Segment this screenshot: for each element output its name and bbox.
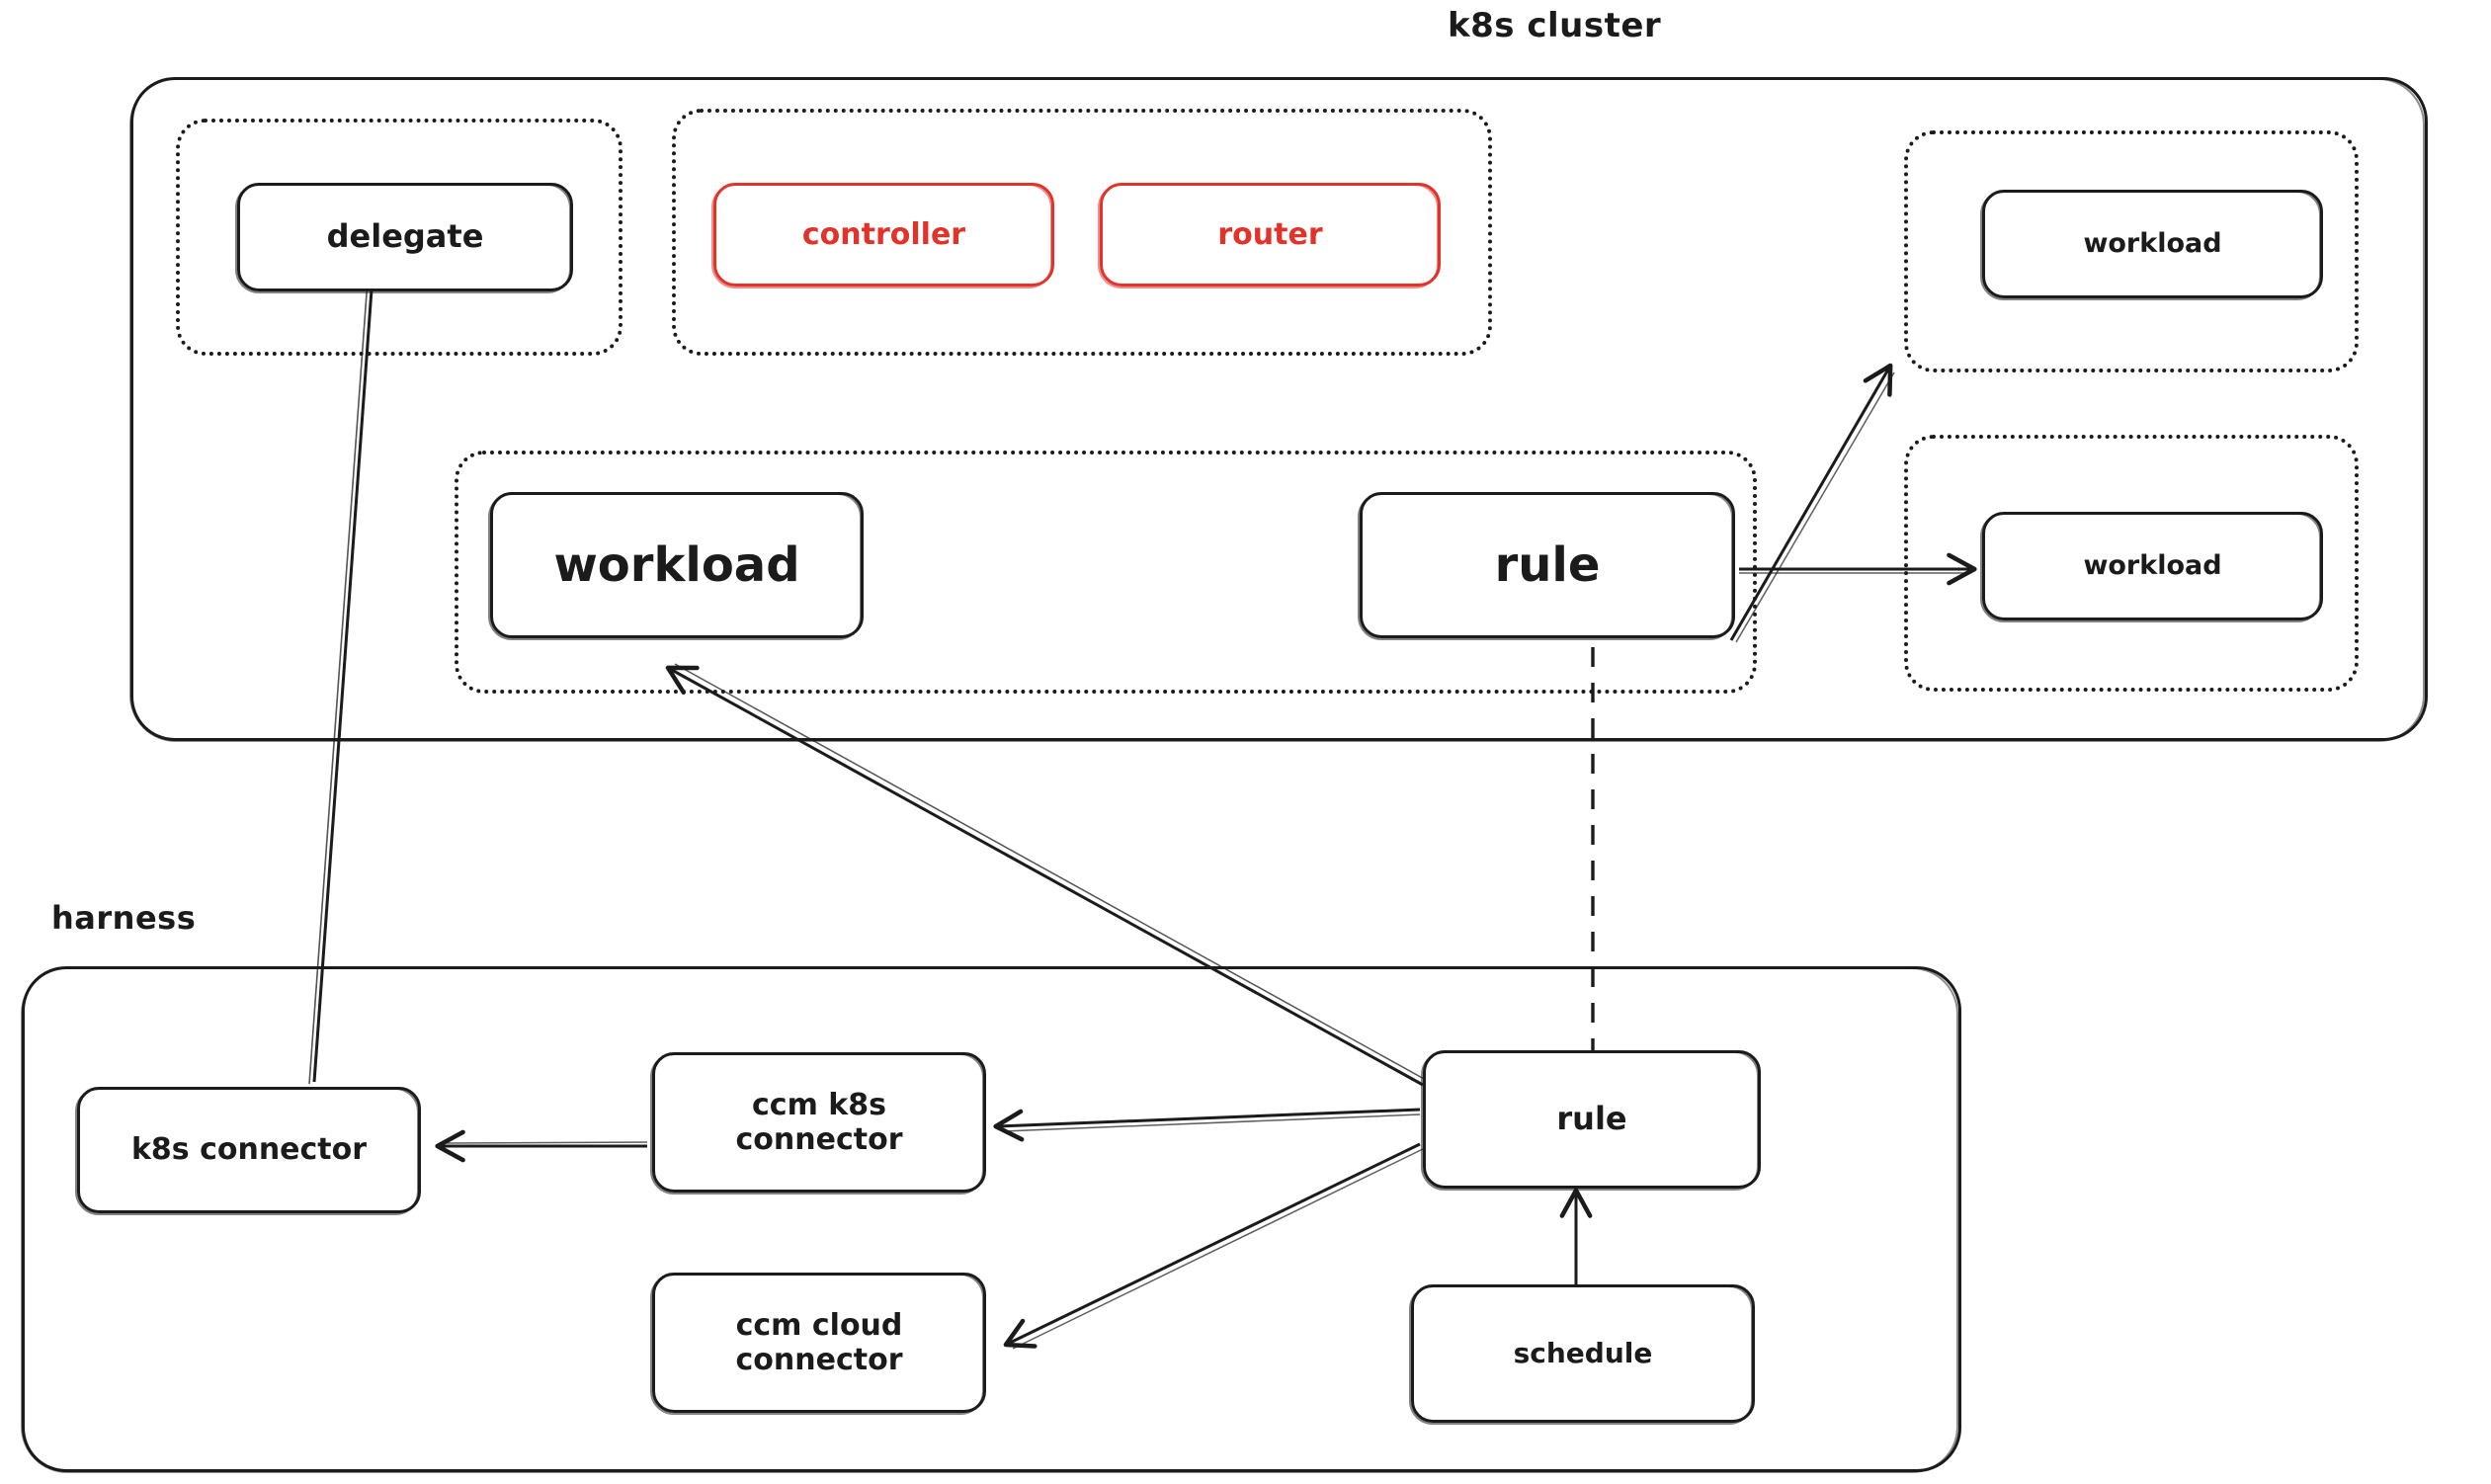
node-ccm-cloud-connector[interactable]: ccm cloud connector	[650, 1273, 986, 1415]
node-k8s-connector[interactable]: k8s connector	[75, 1087, 421, 1215]
workload-group-bottom-right	[1904, 435, 2359, 692]
node-rule-cluster[interactable]: rule	[1358, 492, 1735, 640]
node-ccm-k8s-connector[interactable]: ccm k8s connector	[650, 1052, 986, 1195]
node-workload-center[interactable]: workload	[488, 492, 864, 640]
node-ccm-cloud-connector-line1: ccm cloud	[735, 1307, 903, 1343]
node-ccm-cloud-connector-line2: connector	[735, 1343, 903, 1377]
node-schedule[interactable]: schedule	[1409, 1284, 1755, 1425]
node-ccm-k8s-connector-line1: ccm k8s	[752, 1087, 886, 1122]
node-ccm-k8s-connector-line2: connector	[735, 1122, 903, 1157]
node-router[interactable]: router	[1098, 183, 1441, 289]
delegate-group	[176, 119, 623, 356]
workload-group-top-right	[1904, 130, 2359, 372]
harness-title: harness	[51, 899, 197, 937]
node-delegate[interactable]: delegate	[235, 183, 573, 293]
control-plane-group	[672, 109, 1492, 356]
node-workload-bottom-right[interactable]: workload	[1980, 512, 2323, 622]
node-rule-harness[interactable]: rule	[1421, 1050, 1761, 1191]
node-workload-top-right[interactable]: workload	[1980, 190, 2323, 300]
node-controller[interactable]: controller	[711, 183, 1054, 289]
k8s-cluster-title: k8s cluster	[1448, 6, 1662, 45]
